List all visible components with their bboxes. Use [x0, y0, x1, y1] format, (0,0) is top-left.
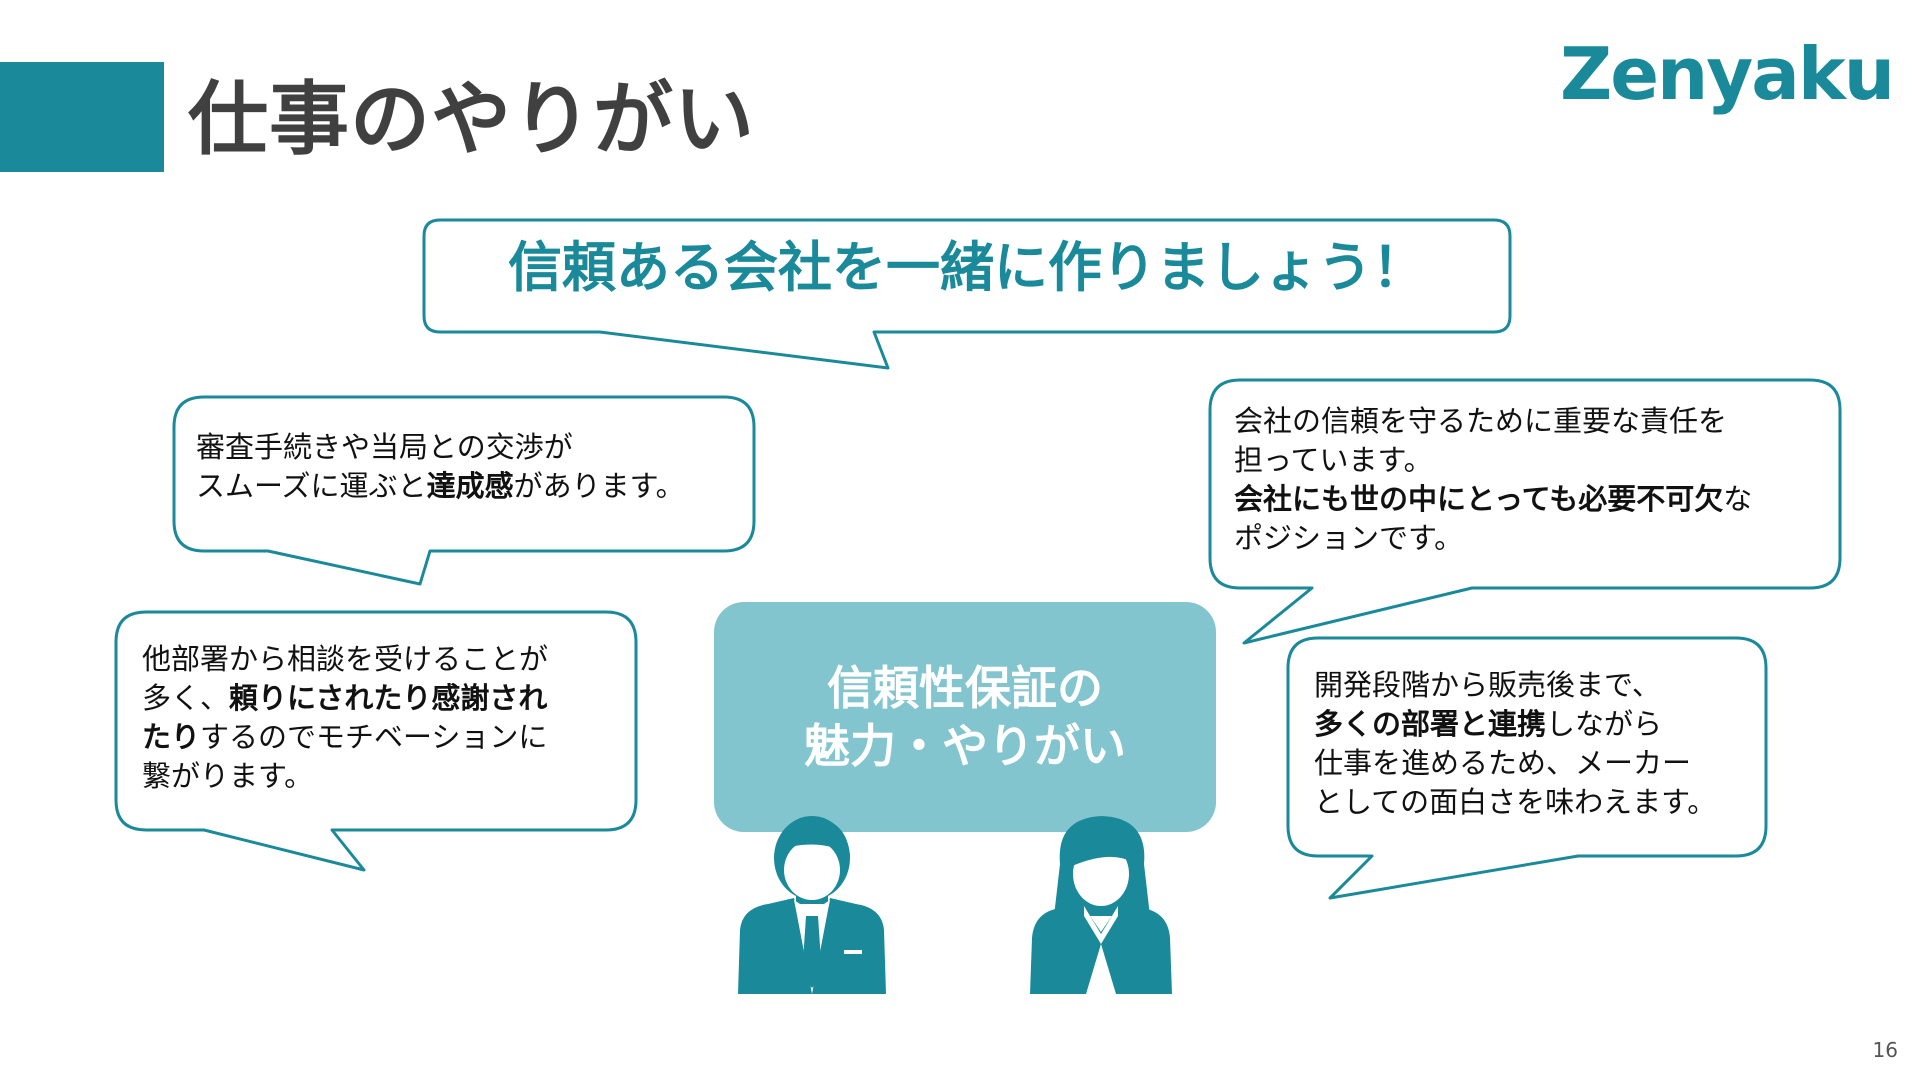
bottom-left-bubble-text: 他部署から相談を受けることが 多く、頼りにされたり感謝され たりするのでモチベー… [142, 642, 549, 793]
top-left-bubble-text: 審査手続きや当局との交渉が スムーズに運ぶと達成感があります。 [196, 430, 685, 503]
bottom-right-bubble-text: 開発段階から販売後まで、 多くの部署と連携しながら 仕事を進めるため、メーカー … [1314, 668, 1717, 819]
title-accent-bar [0, 62, 164, 172]
bottom-right-bubble [1286, 636, 1768, 900]
headline-bubble [422, 218, 1512, 370]
center-line-2: 魅力・やりがい [804, 719, 1126, 773]
bottom-left-bubble [114, 610, 638, 872]
top-right-bubble [1208, 378, 1842, 645]
page-number: 16 [1872, 1038, 1898, 1062]
businessman-icon [738, 816, 886, 994]
top-right-bubble-text: 会社の信頼を守るために重要な責任を 担っています。 会社にも世の中にとっても必要… [1234, 404, 1753, 555]
center-line-1: 信頼性保証の [827, 661, 1103, 715]
top-left-bubble [172, 395, 756, 586]
page-title: 仕事のやりがい [188, 73, 755, 166]
businesswoman-icon [1030, 816, 1172, 994]
center-theme-box: 信頼性保証の 魅力・やりがい [714, 602, 1216, 832]
headline-text: 信頼ある会社を一緒に作りましょう！ [508, 236, 1426, 299]
zenyaku-logo: Zenyaku [1560, 32, 1895, 116]
